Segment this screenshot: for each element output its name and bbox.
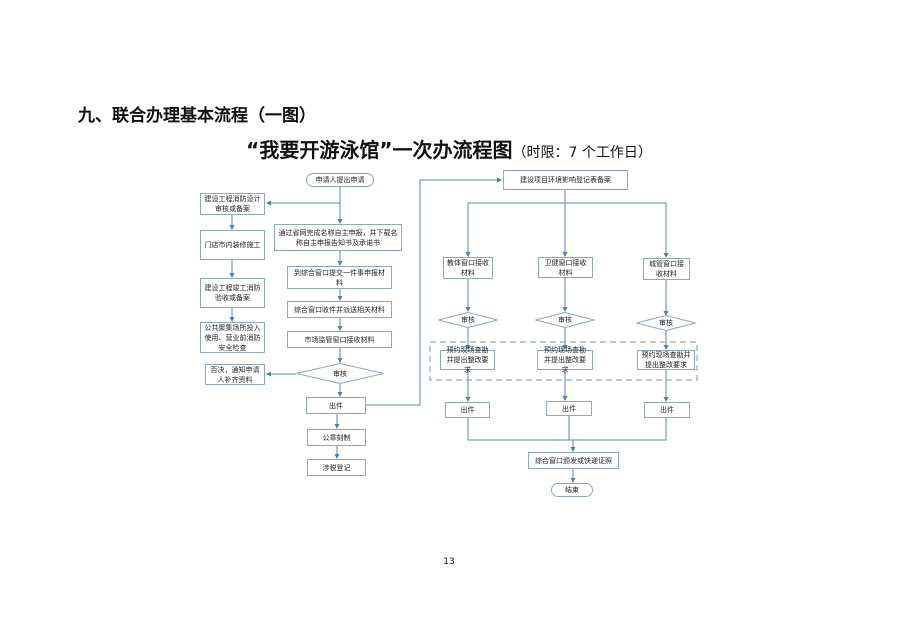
- inspection-box-1: 预约现场查勘并提出整改要求: [440, 346, 495, 374]
- title-sub: （时限：7 个工作日）: [512, 145, 652, 161]
- review-label: 审核: [558, 316, 572, 324]
- name-registration-box: 通过省网完成名称自主申报，并下载名称自主申报告知书及承诺书: [274, 224, 402, 251]
- review-decision-2: 审核: [535, 312, 595, 328]
- submit-materials-box: 到综合窗口提交一件事申报材料: [287, 266, 392, 289]
- seal-box: 公章刻制: [307, 429, 366, 446]
- review-decision-1: 审核: [438, 312, 498, 328]
- review-decision-3: 审核: [636, 315, 696, 331]
- flowchart-title: “我要开游泳馆”一次办流程图（时限：7 个工作日）: [0, 134, 898, 163]
- review-decision-main: 审核: [296, 363, 384, 384]
- end-node: 结束: [551, 483, 593, 497]
- health-window-box: 卫健窗口接收材料: [538, 257, 593, 278]
- title-main: “我要开游泳馆”一次办流程图: [246, 138, 513, 162]
- dispatch-materials-box: 综合窗口收件并派送相关材料: [287, 301, 392, 318]
- section-heading: 九、联合办理基本流程（一图）: [78, 106, 316, 126]
- renovation-box: 门店市内装修施工: [200, 230, 265, 260]
- inspection-box-2: 预约现场查勘并提出整改要求: [537, 346, 593, 374]
- fire-safety-check-box: 公共聚集场所投入使用、营业前消防安全检查: [200, 322, 265, 353]
- education-window-box: 教体窗口接收材料: [443, 257, 493, 279]
- issue-box-1: 出件: [445, 402, 490, 418]
- tax-box: 涉税登记: [307, 459, 366, 476]
- fire-acceptance-box: 建设工程竣工消防验收或备案: [200, 278, 265, 308]
- inspection-box-3: 预约现场查勘并提出整改要求: [637, 350, 695, 370]
- page-number: 13: [443, 557, 455, 567]
- inspection-group-border: [429, 341, 698, 381]
- review-label: 审核: [659, 319, 673, 327]
- start-node: 申请人提出申请: [306, 173, 374, 187]
- env-record-box: 建设项目环境影响登记表备案: [503, 170, 628, 190]
- fire-design-review-box: 建设工程消防设计审核或备案: [200, 193, 265, 215]
- reject-box: 否决，通知申请人补齐资料: [205, 364, 265, 385]
- market-window-box: 市场监管窗口接收材料: [287, 331, 392, 348]
- issue-box-2: 出件: [546, 401, 592, 416]
- urban-window-box: 城管窗口接收材料: [643, 258, 690, 280]
- issue-box-main: 出件: [306, 397, 366, 414]
- review-label: 审核: [333, 369, 347, 378]
- review-label: 审核: [461, 316, 475, 324]
- final-issue-box: 综合窗口颁发或快递证照: [528, 452, 619, 469]
- issue-box-3: 出件: [644, 402, 690, 418]
